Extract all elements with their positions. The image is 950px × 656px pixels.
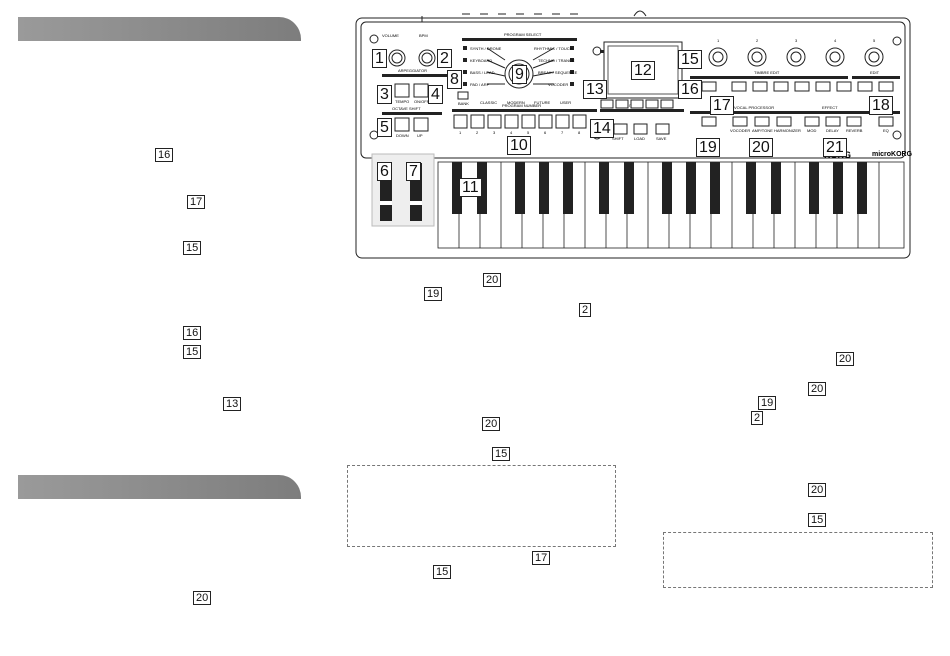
callout-15: 15: [678, 50, 702, 69]
octave-shift-label: OCTAVE SHIFT: [392, 106, 421, 111]
ref-marker: 20: [808, 382, 827, 396]
svg-text:ON/OFF: ON/OFF: [414, 99, 430, 104]
ref-marker: 20: [483, 273, 502, 287]
svg-text:6: 6: [544, 130, 547, 135]
ref-marker: 16: [183, 326, 202, 340]
svg-text:BANK: BANK: [458, 101, 469, 106]
program-category: KEYBOARD: [470, 58, 492, 63]
svg-text:4: 4: [510, 130, 513, 135]
ref-marker: 17: [532, 551, 551, 565]
svg-text:2: 2: [476, 130, 479, 135]
ref-marker: 2: [579, 303, 592, 317]
ref-marker: 20: [482, 417, 501, 431]
svg-text:AMP/TONE: AMP/TONE: [752, 128, 773, 133]
callout-10: 10: [507, 136, 531, 155]
program-select-label: PROGRAM SELECT: [504, 32, 542, 37]
edit-label: EDIT: [870, 70, 880, 75]
svg-text:3: 3: [493, 130, 496, 135]
callout-9: 9: [512, 65, 527, 84]
program-category: RHYTHMIC / TOUCH: [534, 46, 573, 51]
program-number-label: PROGRAM NUMBER: [502, 103, 541, 108]
ref-marker: 19: [424, 287, 443, 301]
svg-text:DOWN: DOWN: [396, 133, 409, 138]
ref-marker: 2: [751, 411, 764, 425]
svg-text:EQ: EQ: [883, 128, 889, 133]
program-category: VOCODER: [548, 82, 568, 87]
svg-text:REVERB: REVERB: [846, 128, 863, 133]
synth-panel-diagram: VOLUME BPM PROGRAM SELECT ARPEGGIATOR OC…: [355, 10, 913, 259]
callout-1: 1: [372, 49, 387, 68]
svg-text:LOAD: LOAD: [634, 136, 645, 141]
svg-text:5: 5: [873, 38, 876, 43]
program-category: PAD / ARP: [470, 82, 490, 87]
svg-text:TEMPO: TEMPO: [395, 99, 409, 104]
effect-label: EFFECT: [822, 105, 838, 110]
ref-marker: 19: [758, 396, 777, 410]
svg-text:MOD: MOD: [807, 128, 816, 133]
callout-13: 13: [583, 80, 607, 99]
vocal-processor-label: VOCAL PROCESSOR: [734, 105, 774, 110]
callout-7: 7: [406, 162, 421, 181]
svg-text:4: 4: [834, 38, 837, 43]
svg-text:FUTURE: FUTURE: [534, 100, 551, 105]
callout-8: 8: [447, 70, 462, 89]
callout-4: 4: [428, 85, 443, 104]
svg-text:SAVE: SAVE: [656, 136, 667, 141]
callout-2: 2: [437, 49, 452, 68]
ref-marker: 15: [492, 447, 511, 461]
svg-text:2: 2: [756, 38, 759, 43]
svg-text:8: 8: [578, 130, 581, 135]
ref-marker: 16: [155, 148, 174, 162]
ref-marker: 15: [183, 241, 202, 255]
callout-3: 3: [377, 85, 392, 104]
program-category: TECHNO / TRANCE: [538, 58, 575, 63]
timbre-edit-label: TIMBRE EDIT: [754, 70, 780, 75]
svg-text:CLASSIC: CLASSIC: [480, 100, 497, 105]
ref-marker: 17: [187, 195, 206, 209]
callout-17: 17: [710, 96, 734, 115]
svg-text:7: 7: [561, 130, 564, 135]
svg-text:DELAY: DELAY: [826, 128, 839, 133]
arpeggiator-label: ARPEGGIATOR: [398, 68, 427, 73]
section-header-bar: [18, 475, 301, 499]
write-label: WRITE: [622, 103, 635, 108]
svg-text:1: 1: [459, 130, 462, 135]
ref-marker: 15: [808, 513, 827, 527]
note-box: [663, 532, 933, 588]
svg-text:MODERN: MODERN: [507, 100, 525, 105]
note-box: [347, 465, 616, 547]
svg-text:1: 1: [717, 38, 720, 43]
volume-label: VOLUME: [382, 33, 399, 38]
svg-text:HARMONIZER: HARMONIZER: [774, 128, 801, 133]
svg-text:USER: USER: [560, 100, 571, 105]
svg-text:UP: UP: [417, 133, 423, 138]
svg-text:5: 5: [527, 130, 530, 135]
callout-18: 18: [869, 96, 893, 115]
callout-11: 11: [459, 178, 482, 197]
svg-text:SHIFT: SHIFT: [612, 136, 624, 141]
section-header-bar: [18, 17, 301, 41]
callout-6: 6: [377, 162, 392, 181]
ref-marker: 15: [183, 345, 202, 359]
callout-12: 12: [631, 61, 655, 80]
callout-5: 5: [377, 118, 392, 137]
callout-14: 14: [590, 119, 614, 138]
svg-text:3: 3: [795, 38, 798, 43]
program-category: SYNTH / DRONE: [470, 46, 502, 51]
svg-text:VOCODER: VOCODER: [730, 128, 750, 133]
ref-marker: 20: [808, 483, 827, 497]
program-category: BREAK / SEQUENCE: [538, 70, 578, 75]
model-name: microKORG: [872, 151, 913, 158]
bpm-label: BPM: [419, 33, 428, 38]
ref-marker: 15: [433, 565, 452, 579]
callout-19: 19: [696, 138, 720, 157]
callout-20: 20: [749, 138, 773, 157]
ref-marker: 20: [193, 591, 212, 605]
program-category: BASS / LEAD: [470, 70, 495, 75]
callout-21: 21: [823, 138, 847, 157]
callout-16: 16: [678, 80, 702, 99]
ref-marker: 13: [223, 397, 242, 411]
ref-marker: 20: [836, 352, 855, 366]
